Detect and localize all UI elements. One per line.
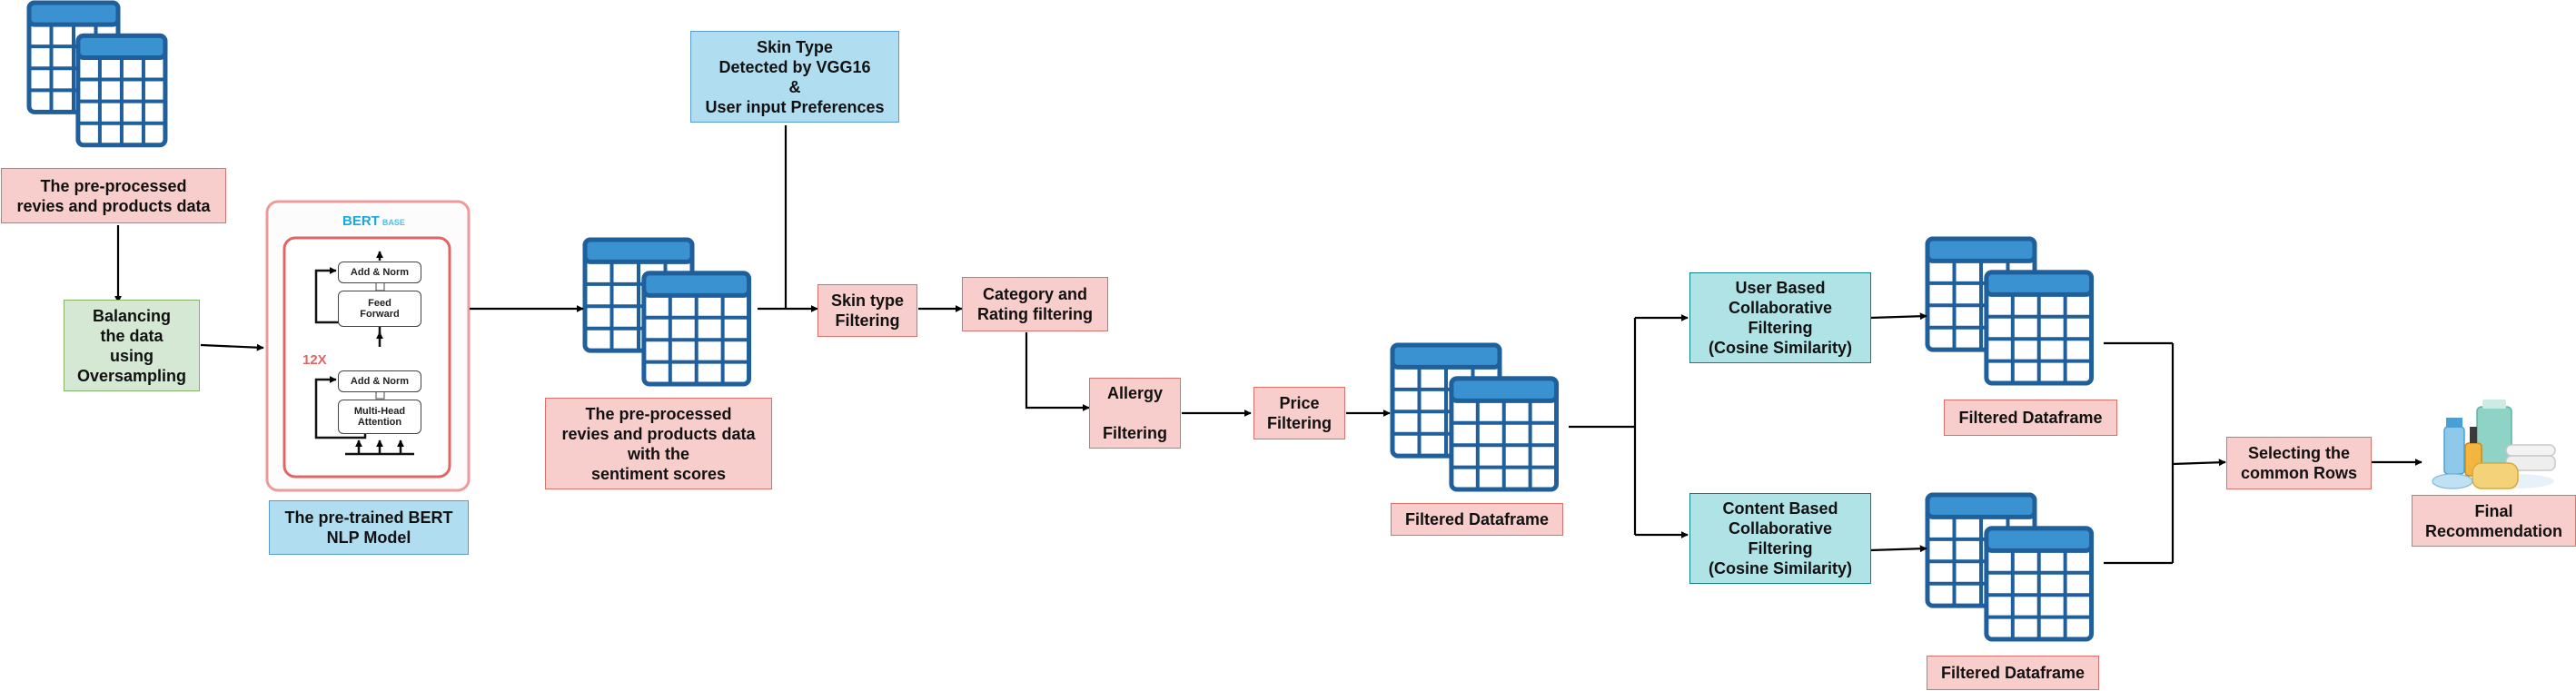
filtered-dataframe-content-label: Filtered Dataframe <box>1927 656 2099 690</box>
bert-multi-head-attention: Multi-Head Attention <box>338 400 421 434</box>
table-stack-icon <box>1925 236 2095 386</box>
bert-model-label: The pre-trained BERT NLP Model <box>269 500 469 555</box>
skin-type-detected-label: Skin Type Detected by VGG16 & User input… <box>690 31 899 123</box>
bert-add-norm-bottom: Add & Norm <box>338 370 421 392</box>
filtered-dataframe-main-label: Filtered Dataframe <box>1391 503 1563 536</box>
table-stack-icon <box>1390 342 1560 492</box>
edge-category-to-allergy <box>1025 332 1090 411</box>
balancing-oversampling-label: Balancing the data using Oversampling <box>64 300 200 391</box>
selecting-common-rows-label: Selecting the common Rows <box>2226 437 2372 489</box>
table-stack-icon <box>582 237 752 387</box>
edge-balancing-to-bert <box>200 343 264 351</box>
edge-content-to-stack <box>1869 545 1927 553</box>
edge-merge-to-select <box>2172 459 2226 467</box>
skin-type-filtering-label: Skin type Filtering <box>817 284 917 337</box>
edge-user-to-stack <box>1869 312 1927 321</box>
bert-feed-forward: Feed Forward <box>338 291 421 327</box>
bert-title-text: BERT <box>342 213 380 229</box>
content-based-filtering-label: Content Based Collaborative Filtering (C… <box>1689 493 1871 584</box>
skincare-products-icon <box>2432 400 2556 489</box>
final-recommendation-label: Final Recommendation <box>2412 495 2576 547</box>
user-based-filtering-label: User Based Collaborative Filtering (Cosi… <box>1689 272 1871 363</box>
filtered-dataframe-user-label: Filtered Dataframe <box>1944 400 2117 436</box>
allergy-filtering-label: Allergy Filtering <box>1089 378 1181 449</box>
preprocessed-data-label: The pre-processed revies and products da… <box>1 168 226 223</box>
price-filtering-label: Price Filtering <box>1253 387 1345 439</box>
bert-repeat-label: 12X <box>302 352 327 368</box>
table-stack-icon <box>26 0 168 148</box>
bert-add-norm-top: Add & Norm <box>338 262 421 283</box>
sentiment-data-label: The pre-processed revies and products da… <box>545 398 772 489</box>
table-stack-icon <box>1925 492 2095 642</box>
category-rating-label: Category and Rating filtering <box>962 277 1108 331</box>
bert-subtitle: BASE <box>381 218 405 227</box>
bert-architecture-icon <box>265 200 471 492</box>
